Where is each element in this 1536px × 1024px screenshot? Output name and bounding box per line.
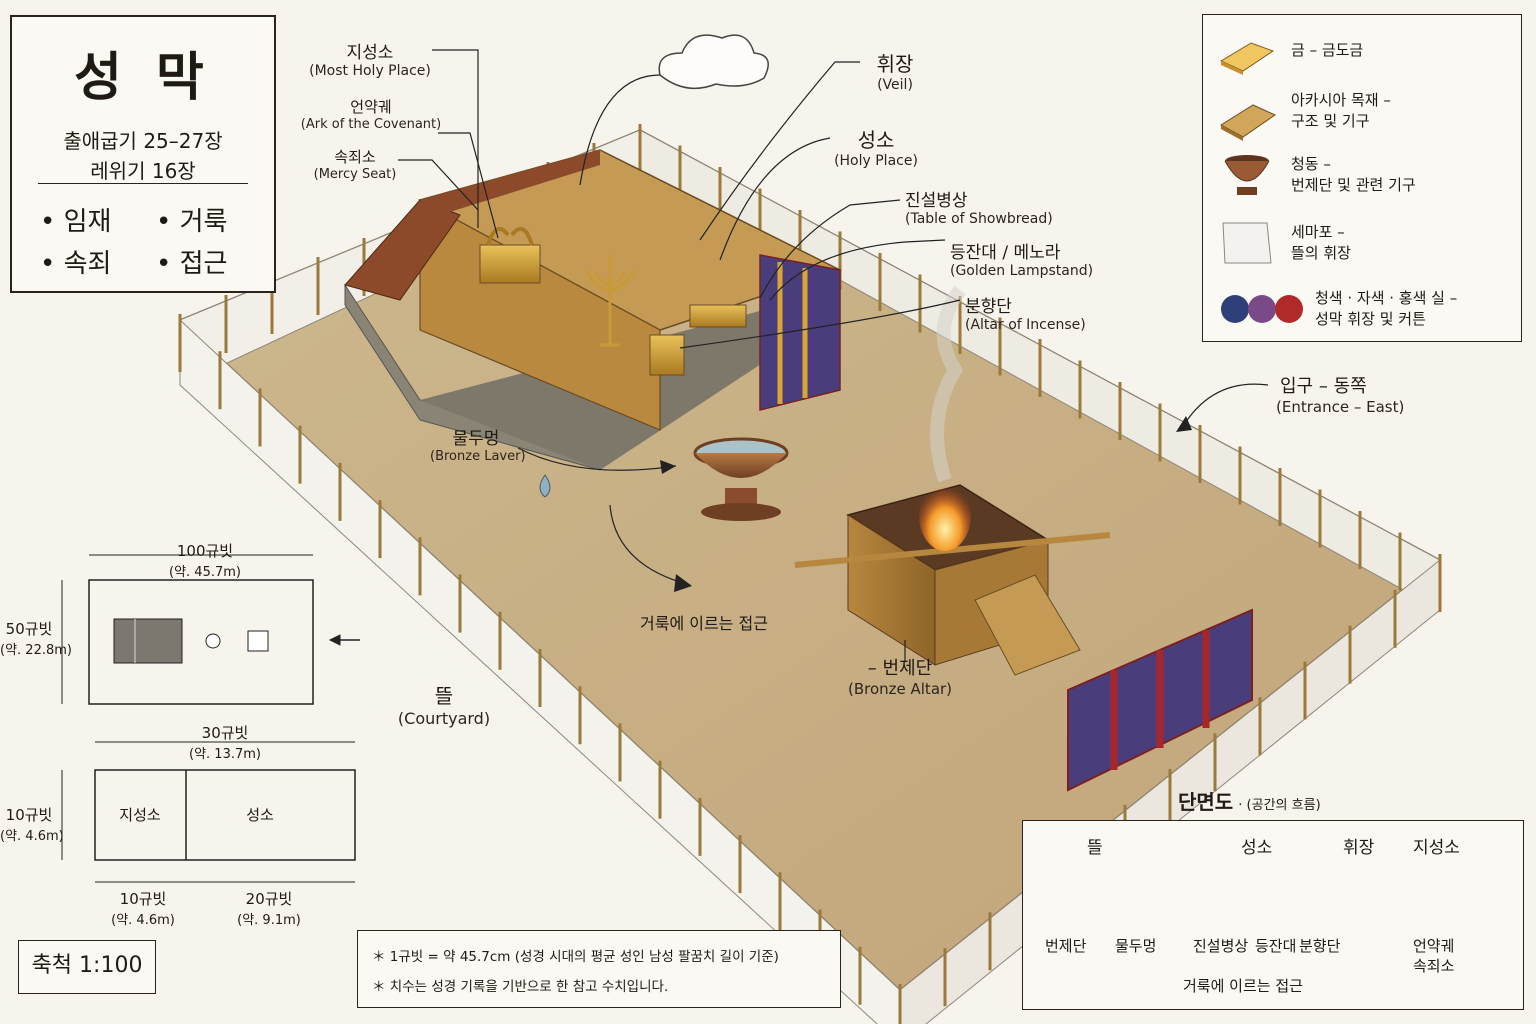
dim-court-width: 100규빗(약. 45.7m) <box>169 542 241 580</box>
page-title: 성 막 <box>74 48 212 108</box>
section-most-holy: 지성소 <box>1413 838 1460 858</box>
theme-holiness: • 거룩 <box>156 207 228 237</box>
section-item-mercy-seat: 속죄소 <box>1413 957 1455 975</box>
label-mercy-seat: 속죄소 (Mercy Seat) <box>313 148 397 182</box>
dim-segment-most-holy: 10규빗(약. 4.6m) <box>111 890 175 928</box>
label-showbread: 진설병상 (Table of Showbread) <box>905 191 1053 227</box>
leader-lines <box>398 49 1269 662</box>
dim-tabernacle-width: 30규빗(약. 13.7m) <box>189 724 261 762</box>
legend-acacia: 아카시아 목재 –구조 및 기구 <box>1291 91 1391 130</box>
legend-yarn: 청색 · 자색 · 홍색 실 –성막 휘장 및 커튼 <box>1315 289 1458 328</box>
label-courtyard: 뜰 (Courtyard) <box>397 684 491 728</box>
label-bronze-laver: 물두멍 (Bronze Laver) <box>430 429 526 464</box>
section-holy: 성소 <box>1241 838 1273 858</box>
label-holy-place: 성소 (Holy Place) <box>834 128 918 169</box>
yarn-balls-icon <box>1221 295 1303 323</box>
theme-atonement: • 속죄 <box>40 249 112 279</box>
acacia-wood-icon <box>1220 104 1277 141</box>
section-flow-label: 거룩에 이르는 접근 <box>1183 977 1303 995</box>
cloud-icon <box>658 34 769 90</box>
plan-holy-label: 성소 <box>246 806 274 824</box>
dim-tabernacle-height: 10규빗(약. 4.6m) <box>0 806 64 844</box>
title-divider <box>38 183 248 184</box>
section-item-altar: 번제단 <box>1045 937 1087 955</box>
label-lampstand: 등잔대 / 메노라 (Golden Lampstand) <box>950 243 1094 279</box>
plan-view-tabernacle <box>61 741 356 883</box>
section-court: 뜰 <box>1087 838 1103 858</box>
plan-view-courtyard <box>61 554 360 705</box>
label-most-holy-place: 지성소 (Most Holy Place) <box>309 43 431 79</box>
title-reference-leviticus: 레위기 16장 <box>90 159 196 183</box>
label-altar-of-incense: 분향단 (Altar of Incense) <box>965 297 1086 333</box>
section-item-showbread: 진설병상 <box>1193 937 1249 955</box>
scale-label: 축척 1:100 <box>18 940 156 994</box>
note-reference: ＊ 치수는 성경 기록을 기반으로 한 참고 수치입니다. <box>372 979 669 995</box>
section-title: 단면도 · (공간의 흐름) <box>1178 790 1321 814</box>
title-panel: 성 막 출애굽기 25–27장 레위기 16장 • 임재 • 거룩 • 속죄 •… <box>10 15 276 293</box>
notes-panel: ＊ 1규빗 = 약 45.7cm (성경 시대의 평균 성인 남성 팔꿈치 길이… <box>357 930 841 1008</box>
label-veil: 휘장 (Veil) <box>876 52 914 93</box>
bronze-altar <box>794 285 1111 676</box>
section-veil: 휘장 <box>1343 838 1375 858</box>
entrance-gate-curtain <box>1067 608 1253 792</box>
legend-gold: 금 – 금도금 <box>1291 41 1364 59</box>
dim-segment-holy: 20규빗(약. 9.1m) <box>237 890 301 928</box>
note-cubit: ＊ 1규빗 = 약 45.7cm (성경 시대의 평균 성인 남성 팔꿈치 길이… <box>372 949 779 965</box>
legend-bronze: 청동 –번제단 및 관련 기구 <box>1291 155 1416 194</box>
linen-cloth-icon <box>1222 222 1272 264</box>
section-item-laver: 물두멍 <box>1115 937 1157 955</box>
dim-court-height: 50규빗(약. 22.8m) <box>0 620 72 658</box>
label-approach-to-holiness: 거룩에 이르는 접근 <box>640 614 768 633</box>
gold-block-icon <box>1219 42 1275 75</box>
label-ark: 언약궤 (Ark of the Covenant) <box>300 98 442 132</box>
tabernacle-tent <box>344 149 842 471</box>
bronze-bowl-icon <box>1224 155 1270 195</box>
label-entrance: 입구 – 동쪽 (Entrance – East) <box>1276 376 1405 416</box>
theme-access: • 접근 <box>156 249 228 279</box>
section-item-lampstand: 등잔대 <box>1255 937 1297 955</box>
section-item-incense: 분향단 <box>1299 937 1341 955</box>
section-item-ark: 언약궤 <box>1413 937 1455 955</box>
section-panel: 뜰 성소 휘장 지성소 번제단 물두멍 진설병상 등잔대 분향단 언약궤 속죄소… <box>1022 820 1524 1010</box>
materials-legend: 금 – 금도금 아카시아 목재 –구조 및 기구 청동 –번제단 및 관련 기구… <box>1202 14 1522 342</box>
theme-presence: • 임재 <box>40 207 112 237</box>
plan-most-holy-label: 지성소 <box>119 806 161 824</box>
legend-linen: 세마포 –뜰의 휘장 <box>1291 223 1351 262</box>
label-bronze-altar: – 번제단 (Bronze Altar) <box>847 658 953 698</box>
title-reference-exodus: 출애굽기 25–27장 <box>63 129 223 153</box>
water-drop-icon <box>539 474 551 498</box>
bronze-laver <box>693 437 789 521</box>
